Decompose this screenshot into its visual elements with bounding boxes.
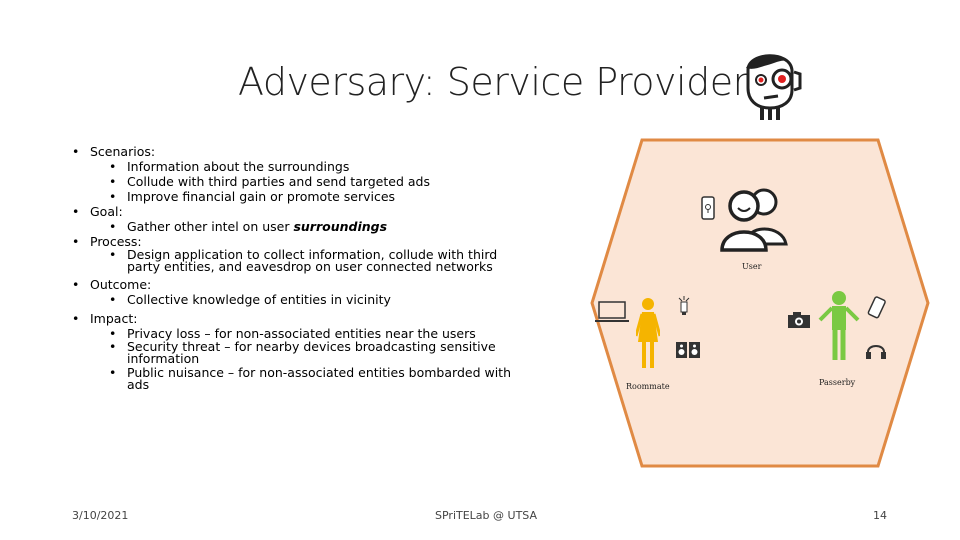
impact-line-2: ads [127,376,150,392]
scenario-diagram: User Roommate [590,138,930,468]
hexagon-shape [590,138,930,468]
slide-number: 14 [873,509,887,522]
bullet-impact: Impact: [72,311,572,326]
tablet-icon [867,296,886,319]
impact-item: Public nuisance – for non-associated ent… [72,365,572,392]
users-icon [720,188,788,252]
goal-item-emphasis: surroundings [293,219,388,234]
impact-line-1: Security threat – for nearby devices bro… [127,339,496,354]
speakers-icon [676,342,700,358]
scenario-item: Information about the surroundings [72,159,572,174]
footer-org: SPriTELab @ UTSA [435,509,537,522]
bullet-process: Process: [72,234,572,249]
bullet-outcome: Outcome: [72,277,572,292]
process-line-2: party entities, and eavesdrop on user co… [127,258,493,274]
process-line-1: Design application to collect informatio… [127,247,498,262]
bullet-goal: Goal: [72,204,572,219]
footer-date: 3/10/2021 [72,509,129,522]
impact-line-1: Public nuisance – for non-associated ent… [127,365,512,380]
roommate-label: Roommate [626,382,670,391]
outcome-item: Collective knowledge of entities in vici… [72,292,572,307]
impact-line-2: information [127,350,200,366]
impact-item: Privacy loss – for non-associated entiti… [72,326,572,341]
phone-icon [701,196,715,220]
passerby-figure [818,291,860,360]
scenario-item: Improve financial gain or promote servic… [72,189,572,204]
laptop-icon [595,301,629,322]
impact-item: Security threat – for nearby devices bro… [72,339,572,366]
slide-title: Adversary: Service Provider [238,60,748,104]
camera-icon [788,312,810,328]
passerby-label: Passerby [819,378,856,387]
headphones-icon [866,345,886,359]
goal-item-text: Gather other intel on user [127,219,294,234]
user-label: User [742,262,762,271]
process-item: Design application to collect informatio… [72,247,572,274]
roommate-figure [636,298,660,368]
goal-item: Gather other intel on user surroundings [72,219,572,234]
bulb-icon [678,296,690,315]
scenario-item: Collude with third parties and send targ… [72,174,572,189]
bullet-scenarios: Scenarios: [72,144,572,159]
bullet-content: Scenarios: Information about the surroun… [72,144,572,390]
hacker-icon [746,54,802,120]
